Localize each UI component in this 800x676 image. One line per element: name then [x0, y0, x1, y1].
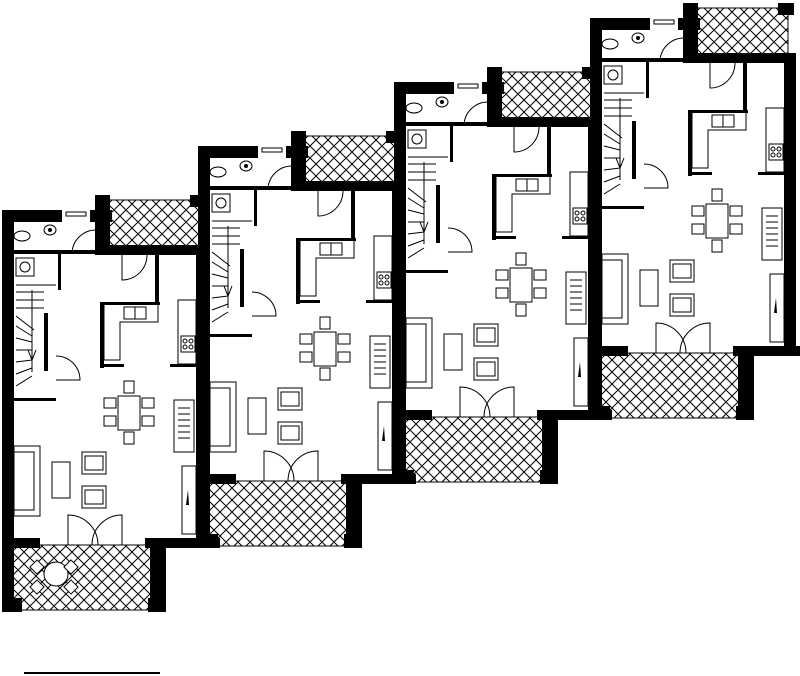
unit-1: [1, 194, 221, 613]
unit-3: [393, 66, 613, 485]
unit-4: [589, 2, 800, 421]
unit-2: [197, 130, 417, 549]
